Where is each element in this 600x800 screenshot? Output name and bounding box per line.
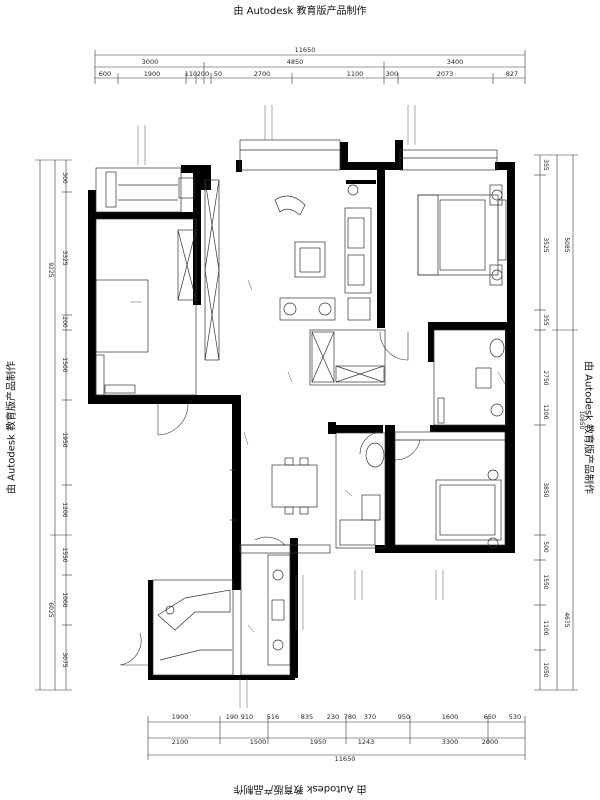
dim-right-inner-5: 1200 xyxy=(542,404,549,419)
dim-right-inner-9: 1100 xyxy=(542,620,549,635)
dim-bot-row1-6: 230 xyxy=(327,713,339,721)
dim-bot-row1-1: 1900 xyxy=(172,713,189,721)
walls xyxy=(88,140,515,680)
dim-left-inner-4: 1500 xyxy=(61,357,68,372)
dim-top-row2-3: 3400 xyxy=(447,58,464,66)
dim-right-inner-3: 355 xyxy=(542,314,549,326)
door-swings xyxy=(119,331,421,666)
dim-right-inner-8: 1550 xyxy=(542,574,549,589)
dim-left-outer-2: 6025 xyxy=(47,602,54,617)
dim-left-inner-2: 3325 xyxy=(61,250,68,265)
bottom-dimension-lines xyxy=(147,716,526,760)
dim-bot-row1-4: 516 xyxy=(267,713,279,721)
dim-top-row2-1: 3000 xyxy=(142,58,159,66)
dim-top-row3-2: 1900 xyxy=(144,70,161,78)
dim-bot-row1-3: 910 xyxy=(241,713,253,721)
dim-right-inner-10: 1050 xyxy=(542,662,549,677)
right-dimension-lines xyxy=(534,154,578,691)
dim-right-outer-1: 5085 xyxy=(563,237,570,252)
dim-top-row3-6: 2700 xyxy=(254,70,271,78)
dim-top-row3-9: 2073 xyxy=(437,70,454,78)
dim-bot-total: 11650 xyxy=(335,755,356,763)
dim-bot-row2-6: 2000 xyxy=(482,738,499,746)
dim-right-inner-4: 2750 xyxy=(542,370,549,385)
dim-left-inner-5: 1950 xyxy=(61,432,68,447)
dim-top-row3-1: 600 xyxy=(99,70,111,78)
dim-top-row3-3: 110 xyxy=(185,70,197,78)
dim-right-outer-2: 10850 xyxy=(578,410,585,429)
dim-right-inner-2: 3525 xyxy=(542,237,549,252)
dim-top-row3-4: 200 xyxy=(197,70,209,78)
dim-top-row3-8: 300 xyxy=(386,70,398,78)
dim-bot-row1-9: 950 xyxy=(398,713,410,721)
annotation-marks xyxy=(130,105,506,708)
dim-right-inner-7: 500 xyxy=(542,541,549,553)
dim-left-outer-1: 9225 xyxy=(47,262,54,277)
dim-bot-row1-11: 650 xyxy=(484,713,496,721)
dim-left-inner-7: 1550 xyxy=(61,547,68,562)
dim-right-inner-1: 355 xyxy=(542,159,549,171)
dim-top-row3-7: 1100 xyxy=(347,70,364,78)
dim-left-inner-3: 200 xyxy=(61,316,68,328)
dim-right-outer-3: 4675 xyxy=(563,612,570,627)
dim-bot-row2-4: 1243 xyxy=(358,738,375,746)
watermark-top: 由 Autodesk 教育版产品制作 xyxy=(233,6,367,17)
dim-left-inner-6: 1200 xyxy=(61,502,68,517)
dim-top-row3-10: 827 xyxy=(506,70,518,78)
dim-top-row2-2: 4850 xyxy=(287,58,304,66)
dim-top-total: 11650 xyxy=(295,46,316,54)
dim-bot-row1-5: 835 xyxy=(301,713,313,721)
dim-top-row3-5: 50 xyxy=(214,70,222,78)
left-dimension-lines xyxy=(35,159,72,691)
dim-bot-row1-12: 530 xyxy=(509,713,521,721)
dim-right-inner-6: 3850 xyxy=(542,482,549,497)
interior-lines xyxy=(95,139,507,676)
dim-bot-row1-10: 1600 xyxy=(442,713,459,721)
dim-bot-row1-2: 190 xyxy=(226,713,238,721)
dim-bot-row2-3: 1950 xyxy=(310,738,327,746)
dim-left-inner-8: 1000 xyxy=(61,592,68,607)
dim-bot-row2-2: 1500 xyxy=(250,738,267,746)
dim-bot-row1-8: 370 xyxy=(364,713,376,721)
dim-bot-row2-5: 3300 xyxy=(442,738,459,746)
dim-left-inner-1: 300 xyxy=(61,172,68,184)
dim-left-inner-9: 3075 xyxy=(61,652,68,667)
dim-bot-row1-7: 780 xyxy=(344,713,356,721)
top-dimension-lines xyxy=(94,50,526,84)
dim-bot-row2-1: 2100 xyxy=(172,738,189,746)
